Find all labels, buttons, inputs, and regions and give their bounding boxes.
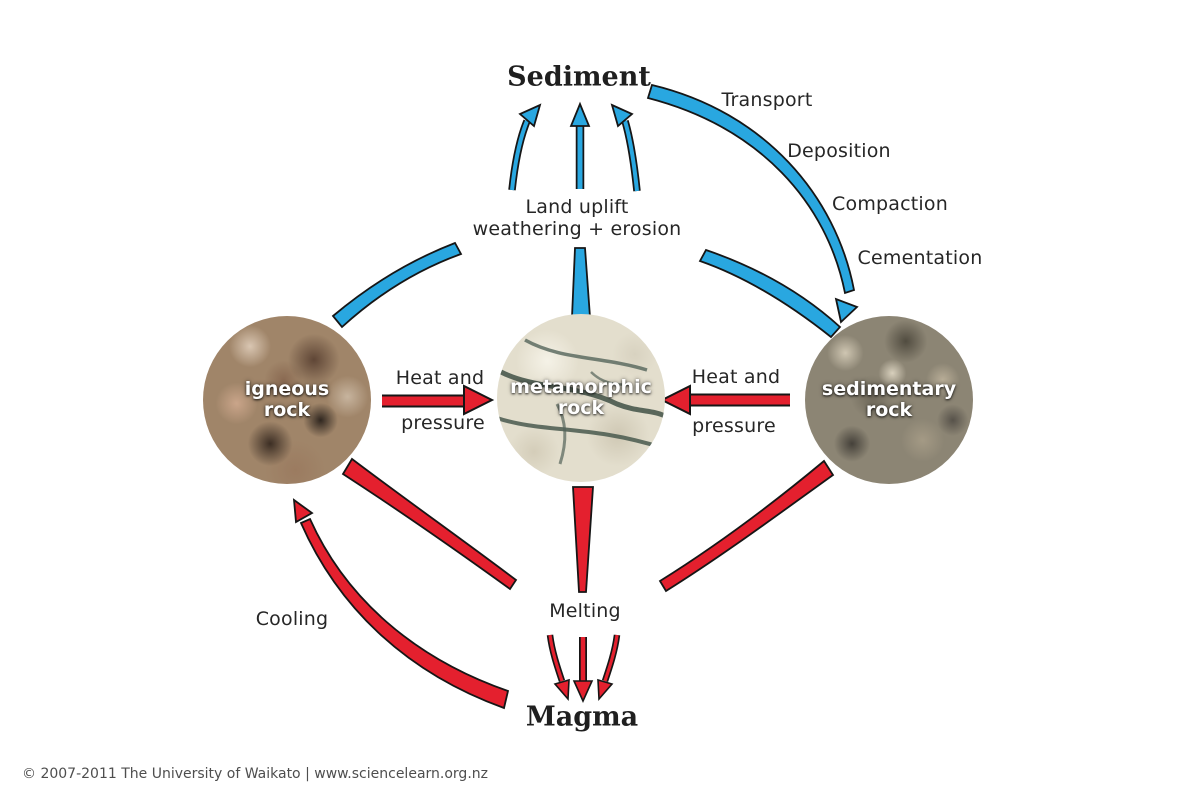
arrow-melting-to-magma — [546, 634, 621, 703]
band-metamorphic-to-melting — [572, 486, 594, 593]
igneous-rock-label: igneous rock — [245, 379, 329, 421]
arrow-magma-to-igneous-cooling — [292, 498, 510, 710]
arrow-igneous-to-metamorphic — [382, 384, 495, 416]
igneous-rock-label-line2: rock — [263, 399, 311, 421]
node-igneous-rock: igneous rock — [203, 316, 371, 484]
metamorphic-rock-label: metamorphic rock — [510, 377, 652, 419]
igneous-rock-label-line1: igneous — [244, 378, 330, 400]
marble-veins-decoration — [497, 338, 665, 465]
node-metamorphic-rock: metamorphic rock — [497, 314, 665, 482]
arrow-sediment-to-sedimentary — [646, 83, 859, 324]
arrow-uplift-to-sediment — [508, 101, 641, 192]
metamorphic-rock-label-line2: rock — [557, 397, 605, 419]
cementation-label: Cementation — [857, 247, 983, 269]
band-metamorphic-to-uplift — [571, 247, 591, 318]
metamorphic-rock-label-line1: metamorphic — [510, 376, 652, 398]
band-igneous-to-uplift — [331, 241, 463, 329]
uplift-label: Land uplift weathering + erosion — [473, 196, 682, 240]
melting-label: Melting — [549, 600, 621, 622]
heat-pressure-left-line1: Heat and — [395, 367, 485, 389]
uplift-label-line2: weathering + erosion — [472, 218, 682, 240]
heat-pressure-right-line1: Heat and — [691, 366, 781, 388]
sedimentary-rock-label-line2: rock — [865, 399, 913, 421]
node-sedimentary-rock: sedimentary rock — [805, 316, 973, 484]
transport-label: Transport — [721, 89, 813, 111]
magma-title: Magma — [525, 701, 639, 733]
compaction-label: Compaction — [832, 193, 948, 215]
arrow-sedimentary-to-metamorphic — [659, 384, 790, 416]
uplift-label-line1: Land uplift — [525, 196, 629, 218]
heat-pressure-left-line2: pressure — [401, 412, 485, 434]
heat-pressure-right-line2: pressure — [692, 415, 776, 437]
band-sedimentary-to-uplift — [698, 248, 842, 339]
band-igneous-to-melting — [341, 457, 518, 591]
band-sedimentary-to-melting — [658, 459, 835, 593]
sedimentary-rock-label: sedimentary rock — [822, 379, 956, 421]
sedimentary-rock-label-line1: sedimentary — [821, 378, 957, 400]
sediment-title: Sediment — [507, 61, 651, 93]
deposition-label: Deposition — [787, 140, 891, 162]
copyright-text: © 2007-2011 The University of Waikato | … — [22, 766, 488, 782]
cooling-label: Cooling — [255, 608, 329, 630]
